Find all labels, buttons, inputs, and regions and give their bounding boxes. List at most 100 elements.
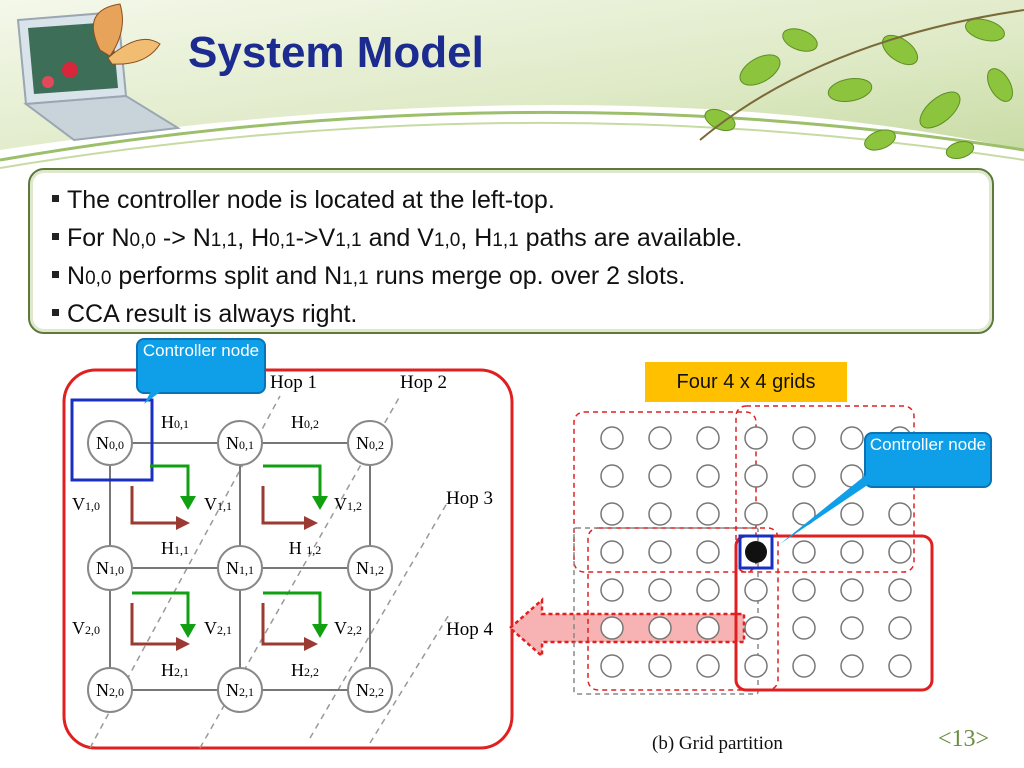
h-link-label: H2,1 — [161, 660, 189, 680]
grid-node — [744, 654, 768, 678]
v-link-label: V2,0 — [72, 618, 100, 638]
grid-node — [792, 464, 816, 488]
node-label: N0,1 — [226, 433, 254, 453]
grid-node — [347, 667, 393, 713]
grid-node — [648, 464, 672, 488]
quadrant-box — [573, 527, 759, 695]
grids-label: Four 4 x 4 grids — [645, 362, 847, 402]
flower-icon — [42, 62, 78, 88]
grid-node — [347, 545, 393, 591]
grid-node — [600, 502, 624, 526]
grid-node — [696, 616, 720, 640]
h-link-label: H0,2 — [291, 412, 319, 432]
node-label: N1,1 — [226, 558, 254, 578]
hop-label: Hop 3 — [446, 488, 493, 509]
node-label: N1,0 — [96, 558, 124, 578]
page-number: <13> — [938, 726, 990, 752]
grid-node — [888, 654, 912, 678]
grid-node — [600, 616, 624, 640]
grid-node — [888, 502, 912, 526]
callout-pointer — [144, 386, 168, 404]
path-arrowhead-brown — [176, 637, 190, 651]
grid-node — [744, 578, 768, 602]
callout-pointer — [780, 470, 872, 544]
grid-node — [744, 464, 768, 488]
grid-node — [792, 426, 816, 450]
grid-node — [217, 545, 263, 591]
hop-lines — [89, 395, 451, 749]
block-arrow-left — [508, 597, 746, 659]
node-label: N0,2 — [356, 433, 384, 453]
path-arrowhead-brown — [304, 516, 318, 530]
hop-label: Hop 1 — [270, 372, 317, 393]
grid-node — [744, 426, 768, 450]
node-label: N1,2 — [356, 558, 384, 578]
grid-node — [648, 540, 672, 564]
grid-node — [792, 654, 816, 678]
v-link-label: V2,1 — [204, 618, 232, 638]
grid-node — [696, 578, 720, 602]
quadrant-box — [735, 405, 915, 573]
grid-node — [648, 616, 672, 640]
hop-label: Hop 4 — [446, 619, 493, 640]
node-label: N2,1 — [226, 680, 254, 700]
grid-node — [840, 654, 864, 678]
grid-node — [87, 545, 133, 591]
bullet-square-icon — [52, 232, 59, 240]
bullet-2: For N0,0 -> N1,1, H0,1->V1,1 and V1,0, H… — [52, 224, 742, 253]
header-banner — [0, 0, 1024, 169]
controller-node — [745, 541, 767, 563]
h-link-label: H1,1 — [161, 538, 189, 558]
right-grid-diagram — [573, 405, 934, 695]
figure-caption: (b) Grid partition — [652, 733, 783, 754]
grid-node — [792, 540, 816, 564]
v-link-label: V1,2 — [334, 494, 362, 514]
h-link-label: H0,1 — [161, 412, 189, 432]
grid-node — [600, 540, 624, 564]
path-arrow-green — [263, 591, 322, 628]
bullet-1: The controller node is located at the le… — [52, 186, 555, 215]
grid-node — [600, 426, 624, 450]
path-arrow-brown — [261, 603, 308, 646]
bullet-4: CCA result is always right. — [52, 300, 357, 329]
grid-node — [888, 540, 912, 564]
path-arrow-brown — [130, 603, 180, 646]
grid-node — [696, 502, 720, 526]
grid-node — [792, 616, 816, 640]
grid-node — [840, 578, 864, 602]
grid-node — [744, 502, 768, 526]
path-arrowhead-green — [312, 624, 328, 638]
node-label: N2,2 — [356, 680, 384, 700]
grid-node — [888, 578, 912, 602]
path-arrowhead-brown — [304, 637, 318, 651]
grid-node — [648, 578, 672, 602]
h-link-label: H2,2 — [291, 660, 319, 680]
grid-node — [600, 654, 624, 678]
butterfly-icon — [92, 3, 161, 65]
grid-node — [840, 426, 864, 450]
controller-quadrant-box — [734, 534, 934, 692]
path-arrow-green — [263, 464, 322, 500]
path-arrowhead-green — [312, 496, 328, 510]
grid-node — [600, 578, 624, 602]
grid-node — [217, 420, 263, 466]
grid-node — [648, 426, 672, 450]
grid-node — [600, 464, 624, 488]
bullet-square-icon — [52, 194, 59, 202]
bullet-square-icon — [52, 308, 59, 316]
bullet-square-icon — [52, 270, 59, 278]
path-arrow-brown — [130, 486, 180, 525]
path-arrow-brown — [261, 486, 308, 525]
grid-node — [840, 540, 864, 564]
path-arrowhead-green — [180, 496, 196, 510]
quadrant-box — [587, 527, 779, 691]
controller-callout-left: Controller node — [136, 338, 266, 394]
controller-highlight-box — [70, 398, 154, 482]
v-link-label: V1,0 — [72, 494, 100, 514]
grid-node — [696, 426, 720, 450]
grid-node — [696, 654, 720, 678]
grid-node — [217, 667, 263, 713]
grid-node — [347, 420, 393, 466]
path-arrowhead-green — [180, 624, 196, 638]
